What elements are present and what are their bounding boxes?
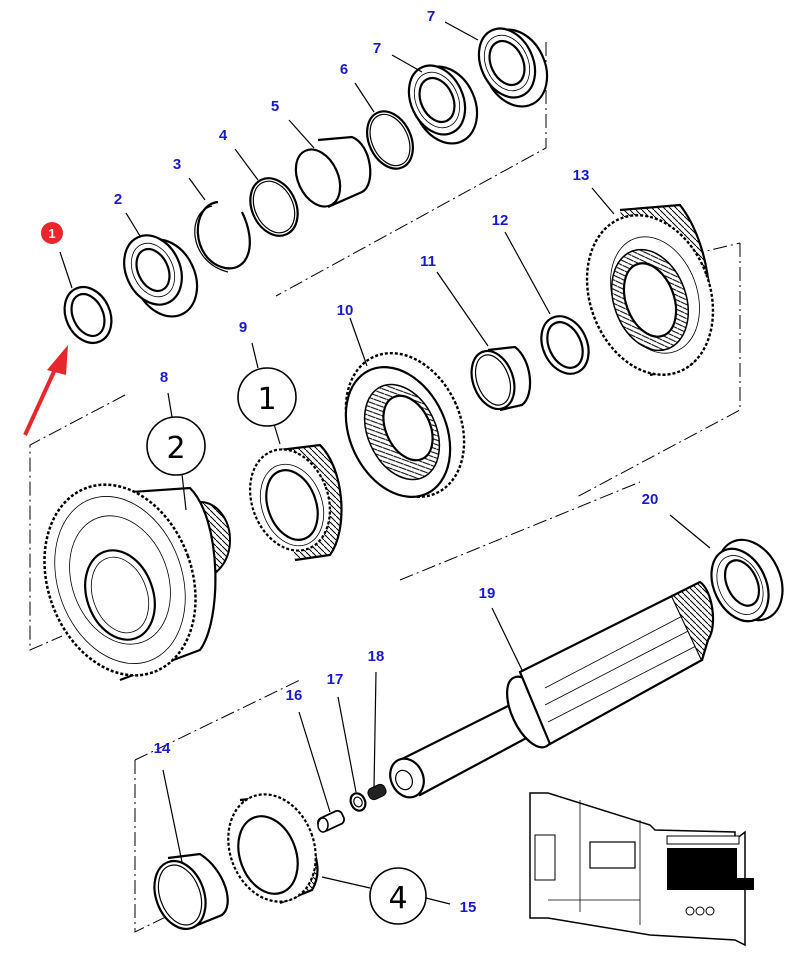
group-callout-number: 1 — [257, 382, 276, 417]
part-7a-bearing[interactable] — [391, 54, 489, 154]
part-13-gear[interactable] — [566, 187, 735, 393]
badge-circle — [41, 222, 63, 244]
group-callout-2: 2 — [146, 416, 206, 476]
group-callout-number: 2 — [166, 431, 185, 466]
part-2-bearing[interactable] — [113, 212, 209, 327]
label-9: 9 — [239, 319, 247, 336]
group-callout-number: 4 — [388, 881, 407, 916]
label-20: 20 — [642, 491, 659, 508]
label-17: 17 — [327, 671, 344, 688]
label-11: 11 — [420, 253, 436, 270]
part-17-washer[interactable] — [337, 696, 368, 813]
label-5: 5 — [271, 98, 279, 115]
part-1-thrust-washer[interactable] — [56, 251, 120, 351]
part-4-circlip[interactable] — [234, 148, 307, 243]
transmission-location-thumbnail — [529, 792, 754, 947]
part-9-gear[interactable] — [237, 342, 344, 562]
label-12: 12 — [492, 212, 509, 229]
part-19-main-shaft[interactable] — [384, 580, 715, 803]
label-10: 10 — [337, 302, 354, 319]
label-7a: 7 — [373, 40, 381, 57]
part-labels: 2 3 4 5 6 7 7 8 9 10 11 12 13 14 15 16 1… — [114, 8, 659, 916]
highlighted-gearset-region — [667, 848, 737, 890]
label-14: 14 — [154, 740, 171, 757]
part-18-spring[interactable] — [366, 671, 387, 801]
red-arrow-icon — [23, 345, 68, 436]
part-12-washer[interactable] — [504, 231, 598, 381]
label-3: 3 — [173, 156, 181, 173]
label-2: 2 — [114, 191, 122, 208]
label-6: 6 — [340, 61, 348, 78]
group-callout-1: 1 — [237, 367, 297, 427]
part-16-plug[interactable] — [298, 711, 346, 833]
group-callout-4: 4 — [369, 867, 451, 925]
label-13: 13 — [573, 167, 590, 184]
label-4: 4 — [219, 127, 228, 144]
part-11-bushing[interactable] — [436, 271, 532, 415]
label-8: 8 — [160, 369, 168, 386]
label-19: 19 — [479, 585, 496, 602]
highlight-badge: 1 — [41, 222, 63, 244]
part-3-snap-ring[interactable] — [188, 177, 251, 273]
part-7b-bearing[interactable] — [444, 19, 559, 117]
part-15-gear[interactable] — [214, 782, 371, 914]
label-15: 15 — [460, 899, 477, 916]
badge-text: 1 — [48, 226, 55, 241]
part-8-gear-assembly[interactable] — [19, 392, 231, 697]
part-6-o-ring[interactable] — [354, 82, 422, 176]
part-14-bushing[interactable] — [145, 769, 229, 936]
part-5-sleeve[interactable] — [287, 119, 372, 214]
label-7b: 7 — [427, 8, 435, 25]
label-16: 16 — [286, 687, 303, 704]
label-18: 18 — [368, 648, 385, 665]
part-10-synchronizer[interactable] — [323, 317, 486, 516]
part-20-bearing[interactable] — [669, 514, 795, 631]
